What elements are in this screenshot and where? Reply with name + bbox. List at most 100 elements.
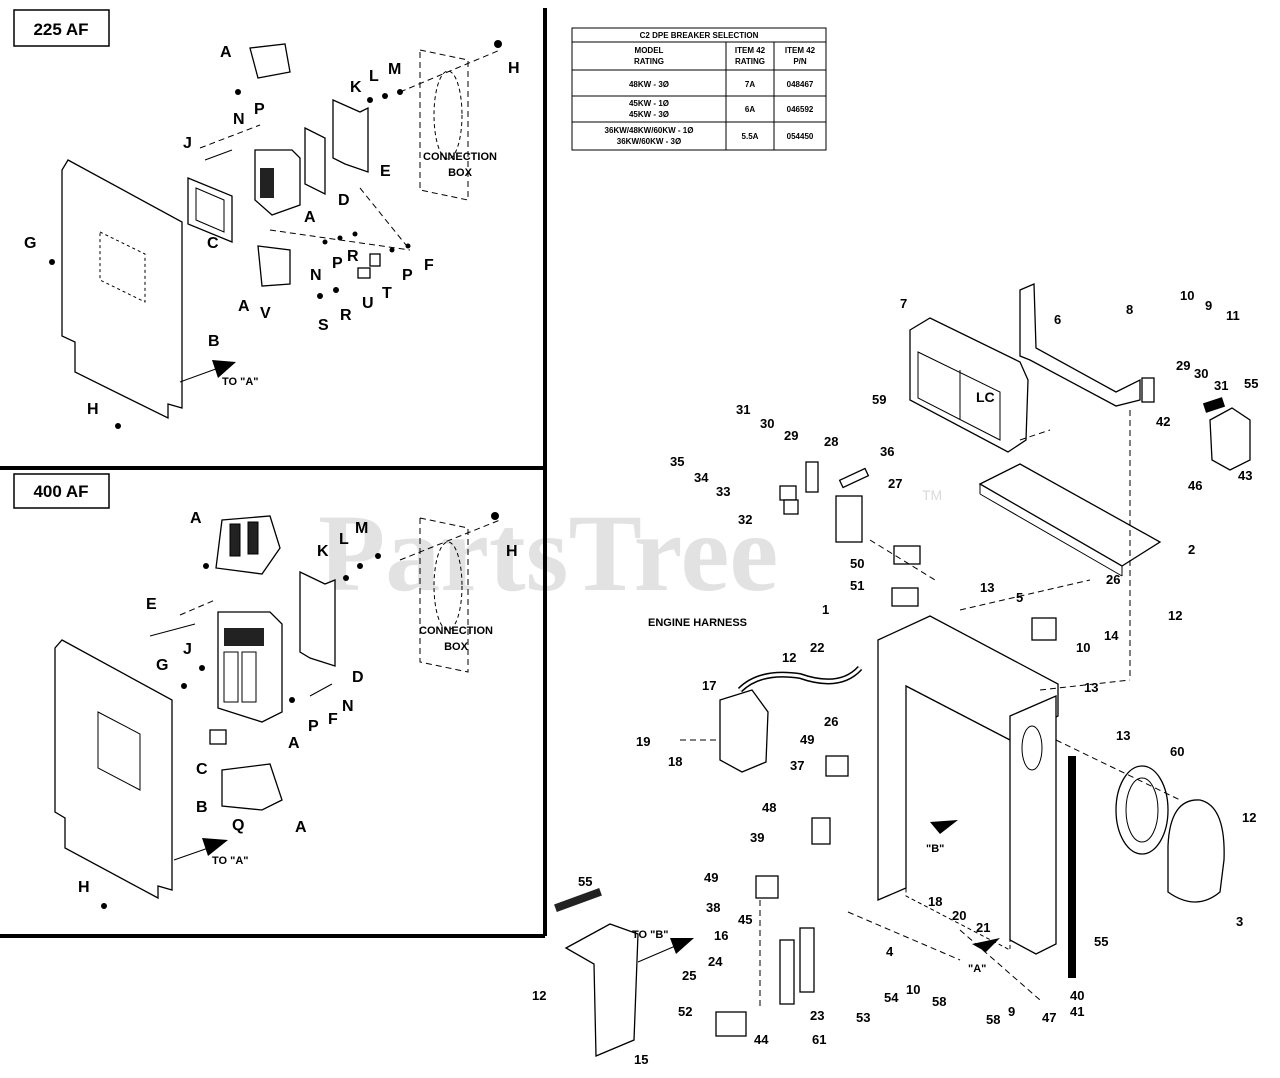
callout-26b: 26: [824, 714, 838, 729]
callout-51: 51: [850, 578, 864, 593]
callout-18b: 18: [928, 894, 942, 909]
callout-60: 60: [1170, 744, 1184, 759]
label-a3: A: [295, 819, 307, 836]
part-51: [891, 587, 919, 607]
callout-13c: 13: [1116, 728, 1130, 743]
to-a-label: TO "A": [222, 376, 259, 388]
callout-5: 5: [1016, 590, 1023, 605]
callout-33: 33: [716, 484, 730, 499]
label-f: F: [424, 257, 434, 274]
part-43: [1209, 407, 1251, 471]
cover-window-400: [97, 711, 141, 791]
callout-9b: 9: [1008, 1004, 1015, 1019]
label-s: S: [318, 317, 329, 334]
callout-39: 39: [750, 830, 764, 845]
table-header-pn-1: ITEM 42: [785, 46, 816, 55]
label-g: G: [156, 657, 168, 674]
connection-box-label-2: BOX: [448, 167, 473, 179]
label-r2: R: [340, 307, 352, 324]
main-assembly: LC: [532, 283, 1258, 1067]
callout-16: 16: [714, 928, 728, 943]
callout-58b: 58: [986, 1012, 1000, 1027]
panel-header: 400 AF: [33, 482, 88, 501]
callout-3: 3: [1236, 914, 1243, 929]
callout-44: 44: [754, 1032, 769, 1047]
callout-20: 20: [952, 908, 966, 923]
breaker-42: [1141, 377, 1155, 403]
callout-18: 18: [668, 754, 682, 769]
label-k: K: [317, 543, 329, 560]
harness-block-17: [719, 689, 769, 773]
part-28: [805, 461, 819, 493]
label-m: M: [355, 520, 368, 537]
callout-24: 24: [708, 954, 723, 969]
callout-13: 13: [980, 580, 994, 595]
label-c: C: [196, 761, 208, 778]
connection-box-label-1: CONNECTION: [419, 625, 493, 637]
callout-52: 52: [678, 1004, 692, 1019]
watermark-tm: TM: [922, 487, 942, 503]
callout-29: 29: [1176, 358, 1190, 373]
callout-31b: 31: [736, 402, 750, 417]
label-r: R: [347, 248, 359, 265]
hood-part-3: [1167, 799, 1225, 903]
to-a-label: TO "A": [212, 855, 249, 867]
cover-window: [99, 231, 146, 303]
callout-10c: 10: [906, 982, 920, 997]
panel-header-box: [13, 473, 110, 509]
tray-part-2: [978, 463, 1162, 567]
callout-43: 43: [1238, 468, 1252, 483]
relay-48: [811, 817, 831, 845]
callout-12: 12: [1168, 608, 1182, 623]
table-header-model-1: MODEL: [635, 46, 664, 55]
callout-27: 27: [888, 476, 902, 491]
callout-45: 45: [738, 912, 752, 927]
table-cell-rating: 6A: [745, 105, 755, 114]
callout-11: 11: [1226, 308, 1240, 323]
label-g: G: [24, 235, 36, 252]
label-t: T: [382, 285, 392, 302]
relay-49: [825, 755, 849, 777]
table-cell-model: 45KW - 3Ø: [629, 110, 669, 119]
cover-plate: [61, 159, 183, 420]
callout-6: 6: [1054, 312, 1061, 327]
callout-53: 53: [856, 1010, 870, 1025]
table-cell-model: 48KW - 3Ø: [629, 80, 669, 89]
bracket-e: [332, 98, 369, 173]
label-k: K: [350, 79, 362, 96]
label-b: B: [208, 333, 220, 350]
label-a2: A: [304, 209, 316, 226]
table-header-pn-2: P/N: [793, 57, 807, 66]
label-h: H: [506, 543, 518, 560]
part-32a: [779, 485, 797, 501]
table-header-rating-2: RATING: [735, 57, 765, 66]
terminal-strip-44: [779, 939, 795, 1005]
cover-plate-400: [54, 639, 173, 900]
label-u: U: [362, 295, 374, 312]
callout-22: 22: [810, 640, 824, 655]
label-h2: H: [87, 401, 99, 418]
label-n: N: [342, 698, 354, 715]
part-36: [838, 467, 870, 489]
callout-4: 4: [886, 944, 894, 959]
bracket-part-6: [1019, 283, 1141, 407]
label-l: L: [339, 531, 349, 548]
terminal-cover-a-top: [249, 43, 291, 79]
label-j: J: [183, 641, 192, 658]
callout-15: 15: [634, 1052, 648, 1067]
callout-55: 55: [1244, 376, 1258, 391]
label-d: D: [338, 192, 350, 209]
callout-26: 26: [1106, 572, 1120, 587]
callout-41: 41: [1070, 1004, 1084, 1019]
callout-37: 37: [790, 758, 804, 773]
label-n: N: [233, 111, 245, 128]
label-e: E: [380, 163, 391, 180]
callout-19: 19: [636, 734, 650, 749]
callout-40: 40: [1070, 988, 1084, 1003]
callout-23: 23: [810, 1008, 824, 1023]
bezel-c: [187, 177, 233, 243]
engine-harness-label: ENGINE HARNESS: [648, 617, 747, 629]
callout-55c: 55: [578, 874, 592, 889]
callout-12b: 12: [782, 650, 796, 665]
